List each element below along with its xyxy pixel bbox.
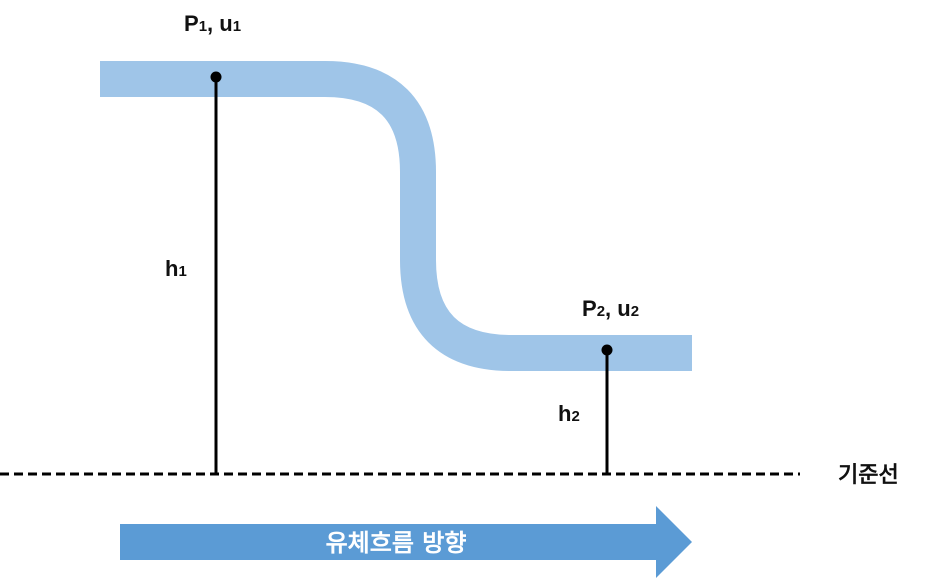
point-2-label: P2, u2 <box>582 296 639 321</box>
flow-direction-label: 유체흐름 방향 <box>326 529 467 557</box>
height-2-label: h2 <box>558 401 580 426</box>
point-1-marker <box>210 71 222 83</box>
flow-direction-arrow <box>120 506 692 578</box>
pipe <box>100 61 692 371</box>
point-1-label: P1, u1 <box>184 11 241 36</box>
point-2-marker <box>601 344 613 356</box>
reference-line-label: 기준선 <box>838 463 899 488</box>
height-1-label: h1 <box>165 256 187 281</box>
